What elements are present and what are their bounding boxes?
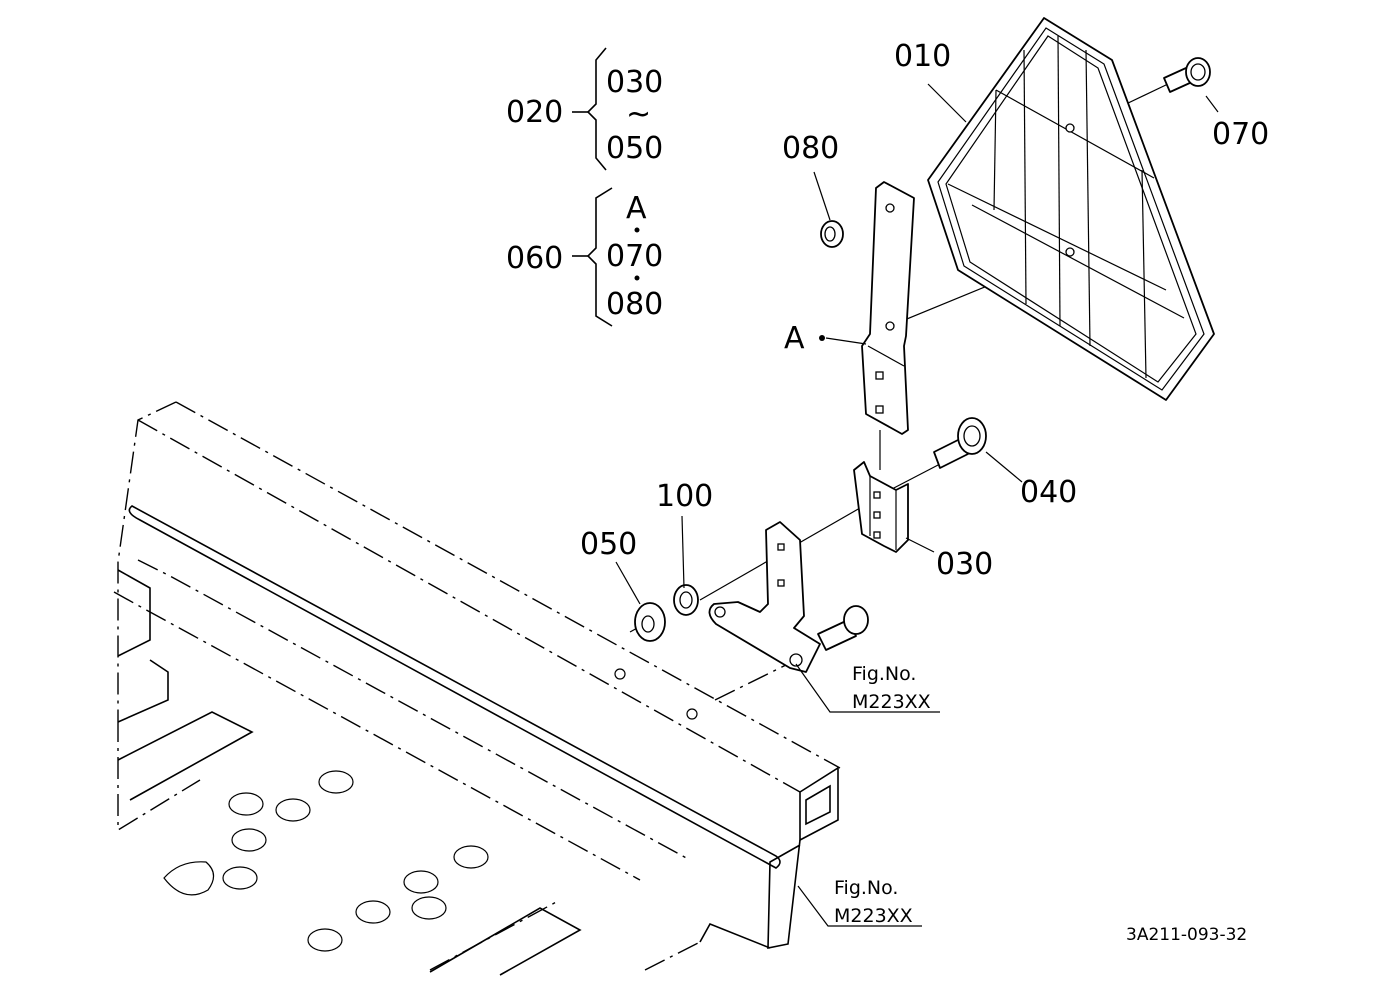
label-060: 060 (506, 241, 563, 276)
marker-dot (819, 335, 825, 341)
label-030-range-start: 030 (606, 65, 663, 100)
separator-dot (634, 227, 640, 233)
label-range-tilde: ~ (626, 97, 651, 132)
label-set-080: 080 (606, 287, 663, 322)
separator-dot (634, 275, 640, 281)
label-set-a: A (626, 191, 647, 226)
part-080-nut (820, 220, 844, 248)
label-010: 010 (894, 39, 951, 74)
fig-ref-2-line2: M223XX (834, 905, 913, 927)
label-070: 070 (1212, 117, 1269, 152)
fig-ref-2-line1: Fig.No. (834, 877, 898, 899)
part-a-bracket-plate (861, 181, 915, 435)
part-100-spring-washer (673, 584, 699, 616)
label-050: 050 (580, 527, 637, 562)
group-020-bracket (572, 47, 607, 171)
chassis-frame (113, 401, 841, 971)
document-number: 3A211-093-32 (1126, 925, 1247, 945)
leader-lines (615, 83, 1219, 927)
mount-hole (614, 668, 626, 680)
label-050-range-end: 050 (606, 131, 663, 166)
fig-ref-1-line1: Fig.No. (852, 663, 916, 685)
part-030-mounting-clip (853, 461, 909, 553)
label-040: 040 (1020, 475, 1077, 510)
side-beam (128, 505, 839, 949)
label-020: 020 (506, 95, 563, 130)
part-040-bolt (933, 417, 987, 469)
mount-hole (686, 708, 698, 720)
fig-ref-1-line2: M223XX (852, 691, 931, 713)
side-mount-bracket (708, 521, 821, 673)
floor-panel (117, 569, 582, 976)
existing-bolt (817, 605, 869, 651)
group-060-bracket (572, 187, 640, 327)
label-a-marker: A (784, 321, 805, 356)
label-100: 100 (656, 479, 713, 514)
label-030: 030 (936, 547, 993, 582)
part-070-bolt (1163, 57, 1211, 93)
label-080: 080 (782, 131, 839, 166)
part-050-nut (634, 602, 666, 642)
part-010-smv-emblem (927, 17, 1215, 401)
label-set-070: 070 (606, 239, 663, 274)
